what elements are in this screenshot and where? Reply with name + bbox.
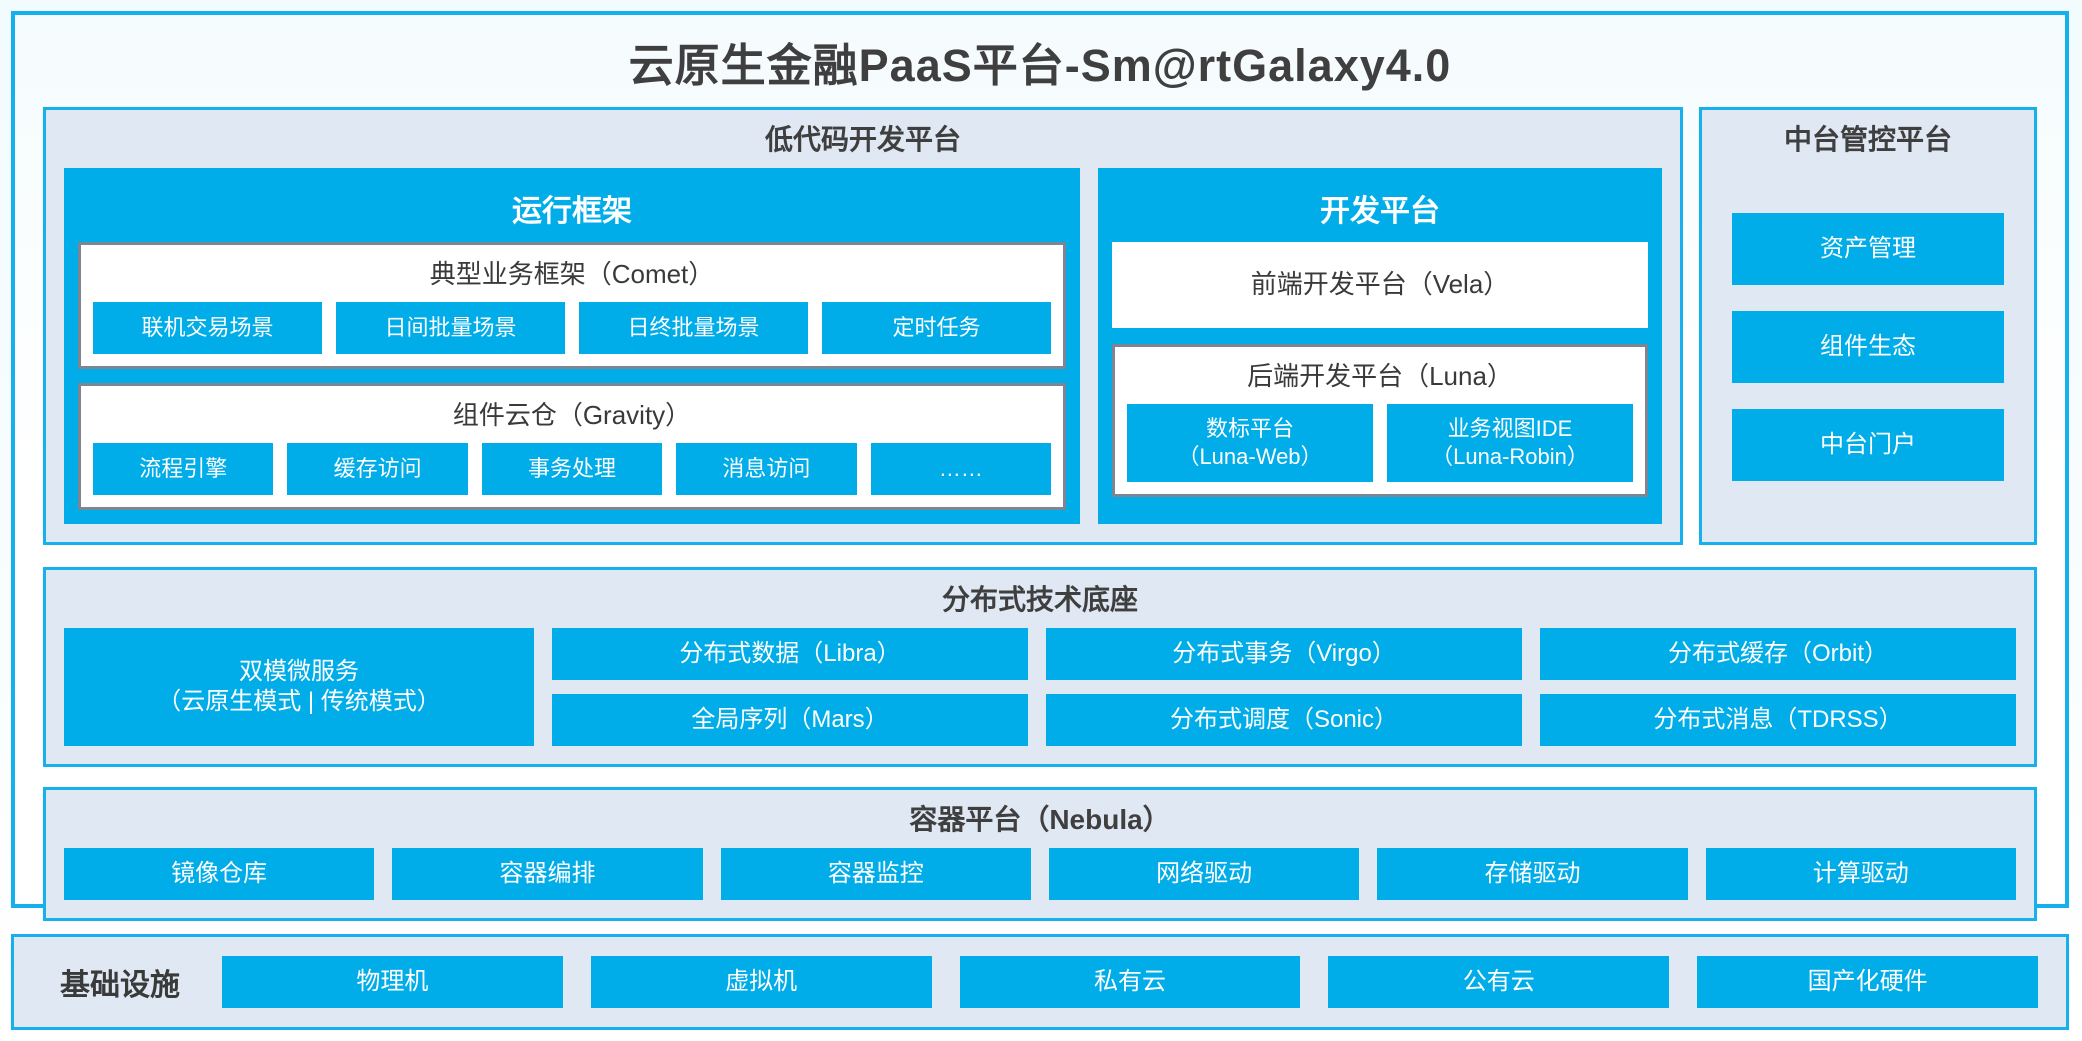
tile-distributed-message-tdrss[interactable]: 分布式消息（TDRSS） — [1540, 694, 2016, 747]
development-platform-title: 开发平台 — [1320, 194, 1440, 228]
distributed-column-3: 分布式缓存（Orbit） 分布式消息（TDRSS） — [1540, 628, 2016, 747]
microservice-line1: 双模微服务 — [239, 658, 359, 686]
lowcode-platform-body: 运行框架 典型业务框架（Comet） 联机交易场景 日间批量场景 日终批量场景 … — [46, 167, 1680, 542]
backend-luna-title: 后端开发平台（Luna） — [1247, 360, 1513, 391]
tile-gravity-0[interactable]: 流程引擎 — [93, 443, 274, 496]
tile-distributed-cache-orbit[interactable]: 分布式缓存（Orbit） — [1540, 628, 2016, 681]
box-gravity: 组件云仓（Gravity） 流程引擎 缓存访问 事务处理 消息访问 …… — [78, 382, 1066, 511]
tile-infrastructure-4[interactable]: 国产化硬件 — [1697, 956, 2038, 1008]
tile-midplatform-0[interactable]: 资产管理 — [1732, 212, 2004, 285]
row-container-platform: 容器平台（Nebula） 镜像仓库 容器编排 容器监控 网络驱动 存储驱动 计算… — [15, 767, 2065, 945]
container-platform-title: 容器平台（Nebula） — [909, 804, 1171, 836]
tile-infrastructure-2[interactable]: 私有云 — [959, 956, 1301, 1008]
tile-gravity-3[interactable]: 消息访问 — [676, 443, 857, 496]
tile-luna-web-line1: 数标平台 — [1205, 416, 1294, 442]
box-comet: 典型业务框架（Comet） 联机交易场景 日间批量场景 日终批量场景 定时任务 — [78, 241, 1066, 369]
panel-container-platform: 容器平台（Nebula） 镜像仓库 容器编排 容器监控 网络驱动 存储驱动 计算… — [43, 787, 2037, 922]
tile-comet-2[interactable]: 日终批量场景 — [579, 301, 808, 354]
panel-infrastructure: 基础设施 物理机 虚拟机 私有云 公有云 国产化硬件 — [11, 934, 2069, 1030]
tile-distributed-transaction-virgo[interactable]: 分布式事务（Virgo） — [1046, 628, 1522, 681]
tile-luna-web-line2: （Luna-Web） — [1177, 443, 1323, 469]
tile-comet-1[interactable]: 日间批量场景 — [336, 301, 565, 354]
tile-comet-0[interactable]: 联机交易场景 — [93, 301, 322, 354]
tile-midplatform-1[interactable]: 组件生态 — [1732, 310, 2004, 383]
tile-container-4[interactable]: 存储驱动 — [1377, 848, 1688, 901]
tile-container-3[interactable]: 网络驱动 — [1048, 848, 1360, 901]
main-architecture-frame: 云原生金融PaaS平台-Sm@rtGalaxy4.0 低代码开发平台 运行框架 … — [11, 11, 2069, 922]
infrastructure-label: 基础设施 — [60, 969, 180, 1002]
tile-container-5[interactable]: 计算驱动 — [1705, 848, 2016, 901]
box-frontend-vela[interactable]: 前端开发平台（Vela） — [1112, 241, 1648, 328]
page-title: 云原生金融PaaS平台-Sm@rtGalaxy4.0 — [628, 40, 1452, 91]
tile-global-sequence-mars[interactable]: 全局序列（Mars） — [552, 694, 1028, 747]
midplatform-title: 中台管控平台 — [1783, 123, 1952, 155]
tile-dual-mode-microservice[interactable]: 双模微服务 （云原生模式 | 传统模式） — [64, 628, 534, 747]
tile-luna-robin[interactable]: 业务视图IDE （Luna-Robin） — [1387, 403, 1633, 482]
tile-container-0[interactable]: 镜像仓库 — [64, 848, 375, 901]
tile-luna-robin-line1: 业务视图IDE — [1447, 416, 1573, 442]
runtime-framework-title: 运行框架 — [512, 194, 632, 228]
tile-luna-web[interactable]: 数标平台 （Luna-Web） — [1127, 403, 1373, 482]
tile-infrastructure-1[interactable]: 虚拟机 — [590, 956, 932, 1008]
panel-distributed-base: 分布式技术底座 双模微服务 （云原生模式 | 传统模式） 分布式数据（Libra… — [43, 567, 2037, 768]
tile-container-2[interactable]: 容器监控 — [720, 848, 1031, 901]
distributed-microservice-wrap: 双模微服务 （云原生模式 | 传统模式） — [64, 628, 534, 747]
card-runtime-framework: 运行框架 典型业务框架（Comet） 联机交易场景 日间批量场景 日终批量场景 … — [64, 167, 1080, 525]
distributed-base-title: 分布式技术底座 — [941, 584, 1138, 616]
tile-infrastructure-3[interactable]: 公有云 — [1328, 956, 1670, 1008]
infrastructure-tiles: 物理机 虚拟机 私有云 公有云 国产化硬件 — [222, 956, 2038, 1008]
distributed-base-body: 双模微服务 （云原生模式 | 传统模式） 分布式数据（Libra） 全局序列（M… — [46, 628, 2034, 764]
box-backend-luna: 后端开发平台（Luna） 数标平台 （Luna-Web） 业务视图IDE （Lu… — [1112, 343, 1648, 497]
lowcode-platform-title: 低代码开发平台 — [764, 123, 961, 155]
tile-comet-3[interactable]: 定时任务 — [822, 301, 1051, 354]
comet-title: 典型业务框架（Comet） — [429, 258, 715, 289]
distributed-column-2: 分布式事务（Virgo） 分布式调度（Sonic） — [1046, 628, 1522, 747]
microservice-line2: （云原生模式 | 传统模式） — [157, 688, 441, 716]
tile-container-1[interactable]: 容器编排 — [392, 848, 703, 901]
tile-gravity-1[interactable]: 缓存访问 — [287, 443, 468, 496]
card-development-platform: 开发平台 前端开发平台（Vela） 后端开发平台（Luna） 数标平台 （Lun… — [1098, 167, 1662, 525]
gravity-tile-row: 流程引擎 缓存访问 事务处理 消息访问 …… — [93, 443, 1052, 496]
tile-midplatform-2[interactable]: 中台门户 — [1732, 408, 2004, 481]
container-platform-body: 镜像仓库 容器编排 容器监控 网络驱动 存储驱动 计算驱动 — [46, 848, 2034, 918]
tile-infrastructure-0[interactable]: 物理机 — [222, 956, 563, 1008]
tile-luna-robin-line2: （Luna-Robin） — [1431, 443, 1589, 469]
midplatform-body: 资产管理 组件生态 中台门户 — [1702, 168, 2034, 542]
luna-tile-row: 数标平台 （Luna-Web） 业务视图IDE （Luna-Robin） — [1127, 403, 1633, 482]
row-lowcode-and-midplatform: 低代码开发平台 运行框架 典型业务框架（Comet） 联机交易场景 日间批量场景… — [15, 106, 2065, 546]
distributed-column-1: 分布式数据（Libra） 全局序列（Mars） — [552, 628, 1028, 747]
comet-tile-row: 联机交易场景 日间批量场景 日终批量场景 定时任务 — [93, 301, 1051, 354]
panel-lowcode-platform: 低代码开发平台 运行框架 典型业务框架（Comet） 联机交易场景 日间批量场景… — [43, 106, 1683, 546]
tile-gravity-4[interactable]: …… — [870, 443, 1052, 496]
frontend-vela-title: 前端开发平台（Vela） — [1250, 269, 1510, 300]
panel-midplatform: 中台管控平台 资产管理 组件生态 中台门户 — [1699, 106, 2037, 546]
gravity-title: 组件云仓（Gravity） — [452, 399, 692, 430]
row-distributed-base: 分布式技术底座 双模微服务 （云原生模式 | 传统模式） 分布式数据（Libra… — [15, 545, 2065, 768]
tile-distributed-data-libra[interactable]: 分布式数据（Libra） — [552, 628, 1028, 681]
tile-distributed-schedule-sonic[interactable]: 分布式调度（Sonic） — [1046, 694, 1522, 747]
tile-gravity-2[interactable]: 事务处理 — [481, 443, 663, 496]
